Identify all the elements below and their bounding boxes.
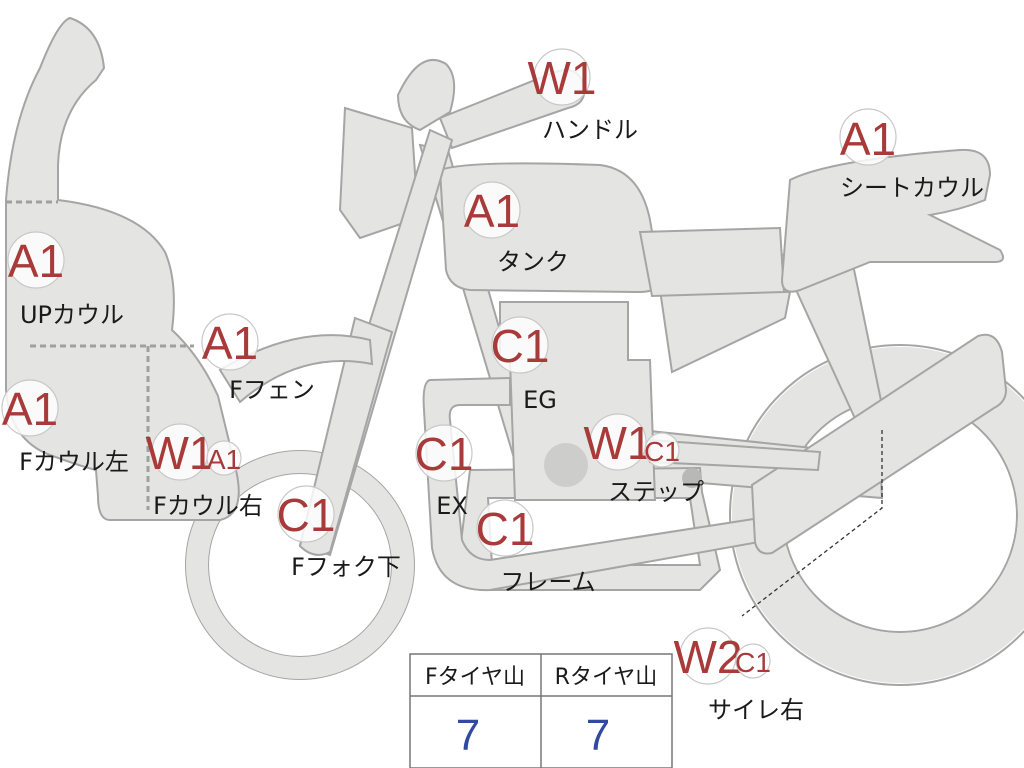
- damage-marker-up-cowl: A1 UPカウル: [7, 231, 124, 329]
- damage-marker-f-cowl-left: A1 Fカウル左: [1, 379, 129, 476]
- damage-grade: W1: [528, 52, 597, 104]
- tire-tread-table: Fタイヤ山 Rタイヤ山 7 7: [409, 653, 673, 768]
- badge-circle: [589, 413, 647, 471]
- engine-cover: [544, 443, 588, 487]
- damage-grade: C1: [491, 320, 550, 372]
- motorcycle-silhouette: [5, 16, 1024, 686]
- damage-marker-f-fork-lower: C1 Fフォク下: [277, 485, 401, 581]
- badge-circle: [679, 627, 737, 685]
- damage-marker-handle: W1 ハンドル: [528, 48, 638, 144]
- damage-marker-muffler-right: W2 C1 サイレ右: [674, 627, 804, 724]
- headlight: [396, 59, 456, 132]
- damage-grade: A1: [8, 235, 64, 287]
- table-header-rear-tire: Rタイヤ山: [555, 665, 658, 690]
- part-label: Fカウル右: [153, 492, 263, 520]
- damage-marker-step: W1 C1 ステップ: [584, 413, 704, 506]
- badge-circle: [463, 181, 521, 239]
- damage-marker-engine: C1 EG: [491, 316, 557, 414]
- table-value-front-tire: 7: [456, 711, 480, 760]
- part-label: フレーム: [500, 568, 595, 596]
- badge-circle: [7, 231, 65, 289]
- damage-marker-f-fender: A1 Fフェン: [201, 313, 315, 404]
- damage-grade: A1: [2, 383, 58, 435]
- table-value-rear-tire: 7: [586, 711, 610, 760]
- rear-muffler: [750, 333, 1008, 555]
- badge-circle-small: [735, 643, 771, 679]
- damage-grade: W1: [146, 427, 215, 479]
- damage-marker-seat-cowl: A1 シートカウル: [839, 108, 984, 202]
- rear-subframe: [658, 288, 792, 374]
- damage-marker-tank: A1 タンク: [463, 181, 569, 276]
- damage-grade: C1: [415, 428, 474, 480]
- front-wheel: [185, 450, 415, 680]
- badge-circle: [476, 499, 534, 557]
- badge-circle: [277, 485, 335, 543]
- part-label: Fカウル左: [19, 448, 129, 476]
- damage-grade: A1: [202, 317, 258, 369]
- seat: [638, 226, 786, 298]
- damage-marker-exhaust: C1 EX: [415, 424, 474, 520]
- part-label: ハンドル: [542, 116, 638, 144]
- badge-circle-small: [644, 432, 680, 468]
- badge-circle-small: [206, 440, 242, 476]
- badge-circle: [491, 316, 549, 374]
- badge-circle: [533, 48, 591, 106]
- part-label: EG: [523, 386, 557, 414]
- damage-grade: A1: [464, 185, 520, 237]
- part-label: Fフェン: [229, 376, 315, 404]
- damage-grade-secondary: C1: [644, 436, 680, 467]
- part-label: タンク: [497, 248, 569, 276]
- part-label: Fフォク下: [291, 553, 401, 581]
- step-peg: [682, 468, 702, 488]
- badge-circle: [1, 379, 59, 437]
- fork-top: [338, 106, 420, 240]
- part-label: UPカウル: [20, 301, 124, 329]
- badge-circle: [415, 424, 473, 482]
- part-label: EX: [436, 492, 468, 520]
- muffler-leader-line: [741, 430, 883, 617]
- damage-grade-secondary: A1: [207, 444, 241, 475]
- seat-cowl: [780, 148, 1005, 293]
- badge-circle: [839, 108, 897, 166]
- damage-grade: W2: [674, 631, 743, 683]
- damage-grade: C1: [277, 489, 336, 541]
- damage-grade: A1: [840, 113, 896, 165]
- front-cowl: [5, 16, 240, 521]
- badge-circle: [201, 313, 259, 371]
- damage-grade-secondary: C1: [735, 647, 771, 678]
- part-label: ステップ: [608, 478, 704, 506]
- part-label: シートカウル: [840, 174, 984, 202]
- part-label: サイレ右: [708, 696, 804, 724]
- front-fender: [218, 334, 374, 404]
- damage-grade: W1: [584, 417, 653, 469]
- damage-marker-f-cowl-right: W1 A1 Fカウル右: [146, 423, 263, 520]
- damage-grade: C1: [476, 503, 535, 555]
- table-header-front-tire: Fタイヤ山: [425, 665, 525, 690]
- damage-marker-frame: C1 フレーム: [476, 499, 596, 596]
